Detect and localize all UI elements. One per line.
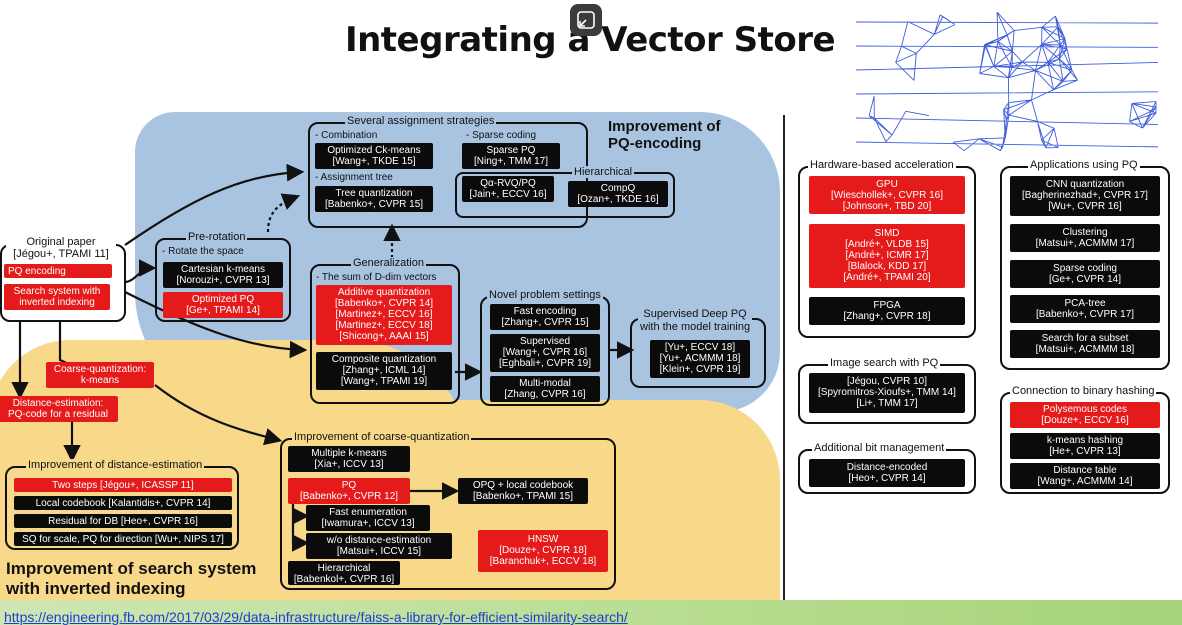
- hierarchical-title: Hierarchical: [572, 166, 635, 178]
- hardware-title: Hardware-based acceleration: [808, 159, 956, 171]
- source-link[interactable]: https://engineering.fb.com/2017/03/29/da…: [4, 609, 628, 625]
- hierarchical-frame: [455, 172, 675, 218]
- polysemous-box: Polysemous codes[Douze+, ECCV 16]: [1010, 402, 1160, 428]
- composite-quantization-box: Composite quantization[Zhang+, ICML 14][…: [316, 352, 452, 390]
- multiple-kmeans-box: Multiple k-means[Xia+, ICCV 13]: [288, 446, 410, 472]
- two-steps-box: Two steps [Jégou+, ICASSP 11]: [14, 478, 232, 492]
- optimized-pq-box: Optimized PQ[Ge+, TPAMI 14]: [163, 292, 283, 318]
- pq-coarse-box: PQ[Babenko+, CVPR 12]: [288, 478, 410, 504]
- gpu-box: GPU[Wieschollek+, CVPR 16][Johnson+, TBD…: [809, 176, 965, 214]
- sparse-coding-label: - Sparse coding: [466, 130, 537, 141]
- collapse-button[interactable]: [570, 4, 602, 36]
- sparse-coding-box: Sparse coding[Ge+, CVPR 14]: [1010, 260, 1160, 288]
- coarse-improvement-title: Improvement of coarse-quantization: [292, 431, 472, 443]
- multi-modal-box: Multi-modal[Zhang, CVPR 16]: [490, 376, 600, 402]
- additional-bit-title: Additional bit management: [812, 442, 947, 454]
- novel-settings-title: Novel problem settings: [487, 289, 603, 301]
- distance-encoded-box: Distance-encoded[Heo+, CVPR 14]: [809, 459, 965, 487]
- binary-hashing-title: Connection to binary hashing: [1010, 385, 1157, 397]
- supervised-deep-pq-box: [Yu+, ECCV 18][Yu+, ACMMM 18][Klein+, CV…: [650, 340, 750, 378]
- hierarchical-coarse-box: Hierarchical[Babenkol+, CVPR 16]: [288, 561, 400, 585]
- fpga-box: FPGA[Zhang+, CVPR 18]: [809, 297, 965, 325]
- assignment-tree-label: - Assignment tree: [315, 172, 393, 183]
- distance-table-box: Distance table[Wang+, ACMMM 14]: [1010, 463, 1160, 489]
- image-search-title: Image search with PQ: [828, 357, 941, 369]
- qa-rvq-box: Qα-RVQ/PQ[Jain+, ECCV 16]: [462, 176, 554, 202]
- residual-box: Residual for DB [Heo+, CVPR 16]: [14, 514, 232, 528]
- collapse-icon: [577, 11, 595, 29]
- cartesian-kmeans-box: Cartesian k-means[Norouzi+, CVPR 13]: [163, 262, 283, 288]
- coarse-quantization-box: Coarse-quantization:k-means: [46, 362, 154, 388]
- local-codebook-box: Local codebook [Kalantidis+, CVPR 14]: [14, 496, 232, 510]
- optimized-ckmeans-box: Optimized Ck-means[Wang+, TKDE 15]: [315, 143, 433, 169]
- image-search-box: [Jégou, CVPR 10][Spyromitros-Xioufs+, TM…: [809, 373, 965, 413]
- sq-pq-box: SQ for scale, PQ for direction [Wu+, NIP…: [14, 532, 232, 546]
- tree-quantization-box: Tree quantization[Babenko+, CVPR 15]: [315, 186, 433, 212]
- compq-box: CompQ[Ozan+, TKDE 16]: [568, 181, 668, 207]
- voronoi-diagram-image: [856, 12, 1158, 154]
- simd-box: SIMD[André+, VLDB 15][André+, ICMR 17][B…: [809, 224, 965, 288]
- footer-bar: [0, 600, 1182, 625]
- opq-local-codebook-box: OPQ + local codebook[Babenko+, TPAMI 15]: [458, 478, 588, 504]
- additive-quantization-box: Additive quantization[Babenko+, CVPR 14]…: [316, 285, 452, 345]
- hnsw-box: HNSW[Douze+, CVPR 18][Baranchuk+, ECCV 1…: [478, 530, 608, 572]
- cnn-quantization-box: CNN quantization[Bagherinezhad+, CVPR 17…: [1010, 176, 1160, 216]
- pq-encoding-box: PQ encoding: [4, 264, 112, 278]
- combination-label: - Combination: [315, 130, 378, 141]
- applications-title: Applications using PQ: [1028, 159, 1140, 171]
- assignment-strategies-title: Several assignment strategies: [345, 115, 497, 127]
- pre-rotation-title: Pre-rotation: [186, 231, 248, 243]
- distance-improvement-title: Improvement of distance-estimation: [26, 459, 205, 471]
- distance-estimation-box: Distance-estimation:PQ-code for a residu…: [0, 396, 118, 422]
- search-subset-box: Search for a subset[Matsui+, ACMMM 18]: [1010, 330, 1160, 358]
- supervised-box: Supervised[Wang+, CVPR 16][Eghbali+, CVP…: [490, 334, 600, 372]
- original-paper-label: Original paper[Jégou+, TPAMI 11]: [6, 236, 116, 260]
- clustering-box: Clustering[Matsui+, ACMMM 17]: [1010, 224, 1160, 252]
- sparse-pq-box: Sparse PQ[Ning+, TMM 17]: [462, 143, 560, 169]
- pca-tree-box: PCA-tree[Babenko+, CVPR 17]: [1010, 295, 1160, 323]
- fast-enumeration-box: Fast enumeration[Iwamura+, ICCV 13]: [306, 505, 430, 531]
- pre-rotation-sub: - Rotate the space: [162, 246, 244, 257]
- fast-encoding-box: Fast encoding[Zhang+, CVPR 15]: [490, 304, 600, 330]
- generalization-title: Generalization: [351, 257, 426, 269]
- wo-distance-estimation-box: w/o distance-estimation[Matsui+, ICCV 15…: [306, 533, 452, 559]
- kmeans-hashing-box: k-means hashing[He+, CVPR 13]: [1010, 433, 1160, 459]
- vertical-divider: [783, 115, 785, 605]
- generalization-sub: - The sum of D-dim vectors: [316, 272, 437, 283]
